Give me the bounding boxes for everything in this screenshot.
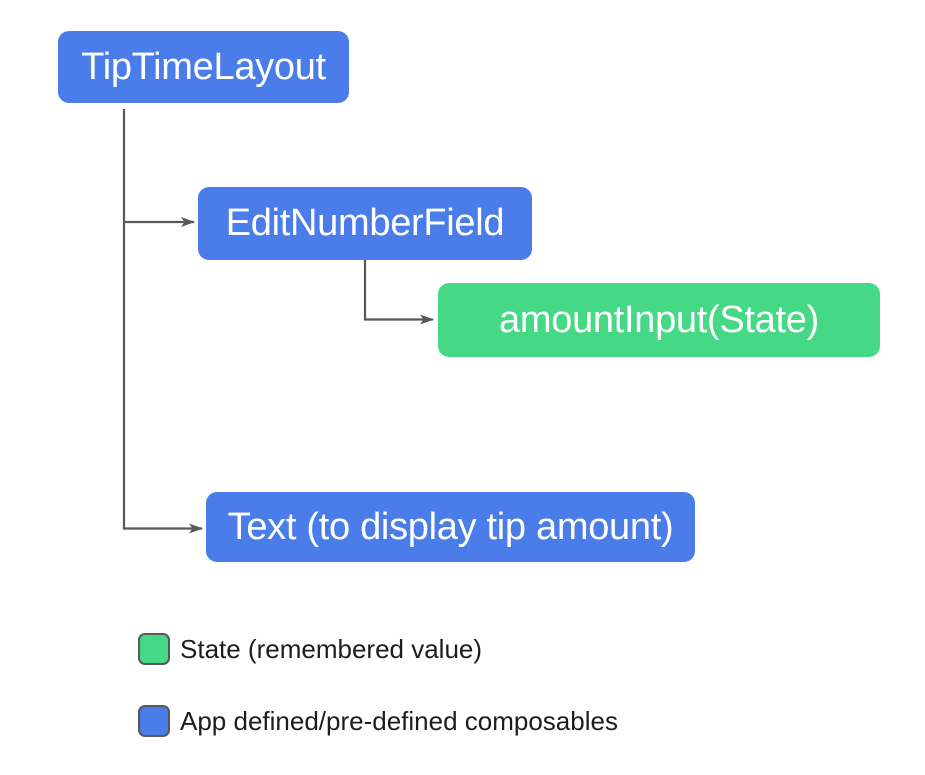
connector-tiptimelayout-to-text	[122, 109, 203, 534]
legend-item-state: State (remembered value)	[138, 633, 482, 665]
node-editnumberfield-label: EditNumberField	[225, 202, 505, 244]
node-text-display-tip-amount: Text (to display tip amount)	[206, 492, 695, 562]
legend-swatch-composable-blue	[138, 705, 170, 737]
legend-item-composables: App defined/pre-defined composables	[138, 705, 618, 737]
node-editnumberfield: EditNumberField	[198, 187, 532, 260]
node-amountinput-state: amountInput(State)	[438, 283, 880, 357]
legend-swatch-state-green	[138, 633, 170, 665]
node-amountinput-label: amountInput(State)	[499, 298, 819, 341]
node-tiptimelayout: TipTimeLayout	[58, 31, 349, 103]
connector-editnumberfield-to-amountinput	[363, 260, 434, 325]
legend-label-composables: App defined/pre-defined composables	[180, 705, 618, 736]
legend-label-state: State (remembered value)	[180, 633, 483, 664]
node-text-display-label: Text (to display tip amount)	[227, 505, 674, 548]
node-tiptimelayout-label: TipTimeLayout	[81, 45, 326, 88]
